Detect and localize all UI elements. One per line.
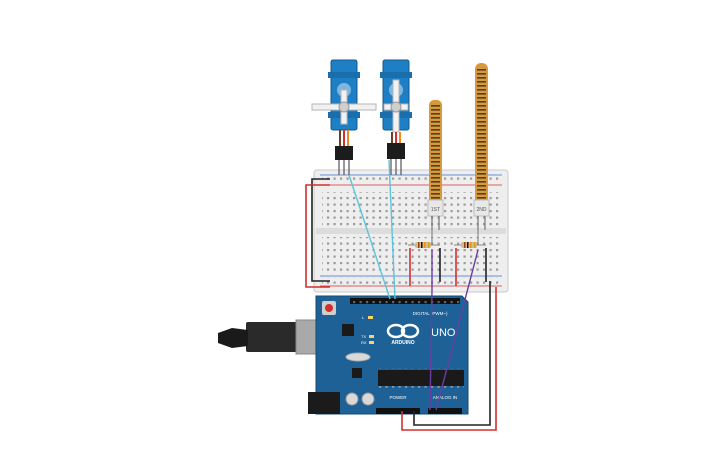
wire-black[interactable] (311, 178, 330, 282)
wire-purple[interactable] (429, 250, 433, 411)
arduino-logo: ARDUINO (386, 323, 420, 346)
flex-sensor-label: 2ND (476, 207, 486, 213)
tx-led (369, 335, 374, 338)
servo-connector[interactable] (387, 143, 405, 159)
logo-left-loop (386, 323, 406, 339)
servo-motor-1[interactable] (311, 59, 377, 175)
servo-mount-tab (328, 72, 360, 78)
rx-led (369, 341, 374, 344)
wire-red[interactable] (401, 287, 497, 431)
servo-connector[interactable] (335, 146, 353, 160)
wire-purple[interactable] (435, 249, 479, 411)
capacitor (345, 392, 359, 406)
resistor-band (418, 242, 420, 248)
l-led (368, 316, 373, 319)
signal-wires (348, 159, 497, 431)
capacitor (361, 392, 375, 406)
resistor-band (474, 242, 476, 248)
reset-button-cap[interactable] (325, 304, 333, 312)
wire-black[interactable] (413, 281, 491, 426)
logo-right-loop (400, 323, 420, 339)
tx-label: TX (361, 334, 366, 339)
rx-label: RX (361, 340, 367, 345)
usb-cable-plug[interactable] (246, 322, 298, 352)
analog-header[interactable] (428, 408, 462, 414)
resistor-2[interactable] (454, 242, 486, 248)
top-power-rail[interactable] (322, 176, 500, 184)
model-label: UNO (431, 327, 456, 339)
flex-sensor-2[interactable]: 2ND (473, 63, 490, 230)
breadboard-jumpers (305, 178, 487, 288)
regulator-chip (352, 368, 362, 378)
digital-header-pins (350, 298, 460, 304)
power-label: POWER (389, 395, 407, 400)
crystal-oscillator (345, 352, 371, 362)
digital-label: DIGITAL (PWM~) (413, 311, 448, 316)
servo-horn-hub (338, 101, 350, 113)
flex-sensor-base (427, 199, 444, 217)
servo-horn-hub (390, 101, 402, 113)
atmega-pins-bottom (378, 386, 464, 388)
atmega-pins-top (378, 368, 464, 370)
resistor-band (421, 242, 423, 248)
resistor-band (428, 242, 430, 248)
servo-motor-2[interactable] (380, 59, 412, 175)
l-label: L (362, 315, 365, 320)
analog-label: ANALOG IN (433, 395, 458, 400)
wire-cyan[interactable] (388, 159, 396, 300)
resistor-band (464, 242, 466, 248)
resistor-1[interactable] (408, 242, 440, 248)
flex-sensor-label: 1ST (431, 207, 440, 213)
flex-sensor-track (431, 104, 440, 200)
flex-sensor-base (473, 199, 490, 217)
bottom-power-rail[interactable] (322, 277, 500, 285)
brand-label: ARDUINO (391, 340, 414, 346)
terminal-strip-top[interactable] (322, 192, 500, 226)
power-jack[interactable] (308, 392, 340, 414)
center-channel (316, 228, 506, 234)
resistor-band (424, 242, 426, 248)
usb-chip (342, 324, 354, 336)
wire-cyan[interactable] (348, 174, 391, 300)
flex-sensor-1[interactable]: 1ST (427, 100, 444, 230)
usb-cable (218, 328, 248, 348)
resistor-band (467, 242, 469, 248)
resistor-band (470, 242, 472, 248)
power-header[interactable] (376, 408, 420, 414)
wire-red[interactable] (305, 184, 330, 288)
atmega-chip[interactable] (378, 370, 464, 386)
servo-mount-tab (380, 72, 412, 78)
flex-sensor-track (477, 69, 486, 201)
